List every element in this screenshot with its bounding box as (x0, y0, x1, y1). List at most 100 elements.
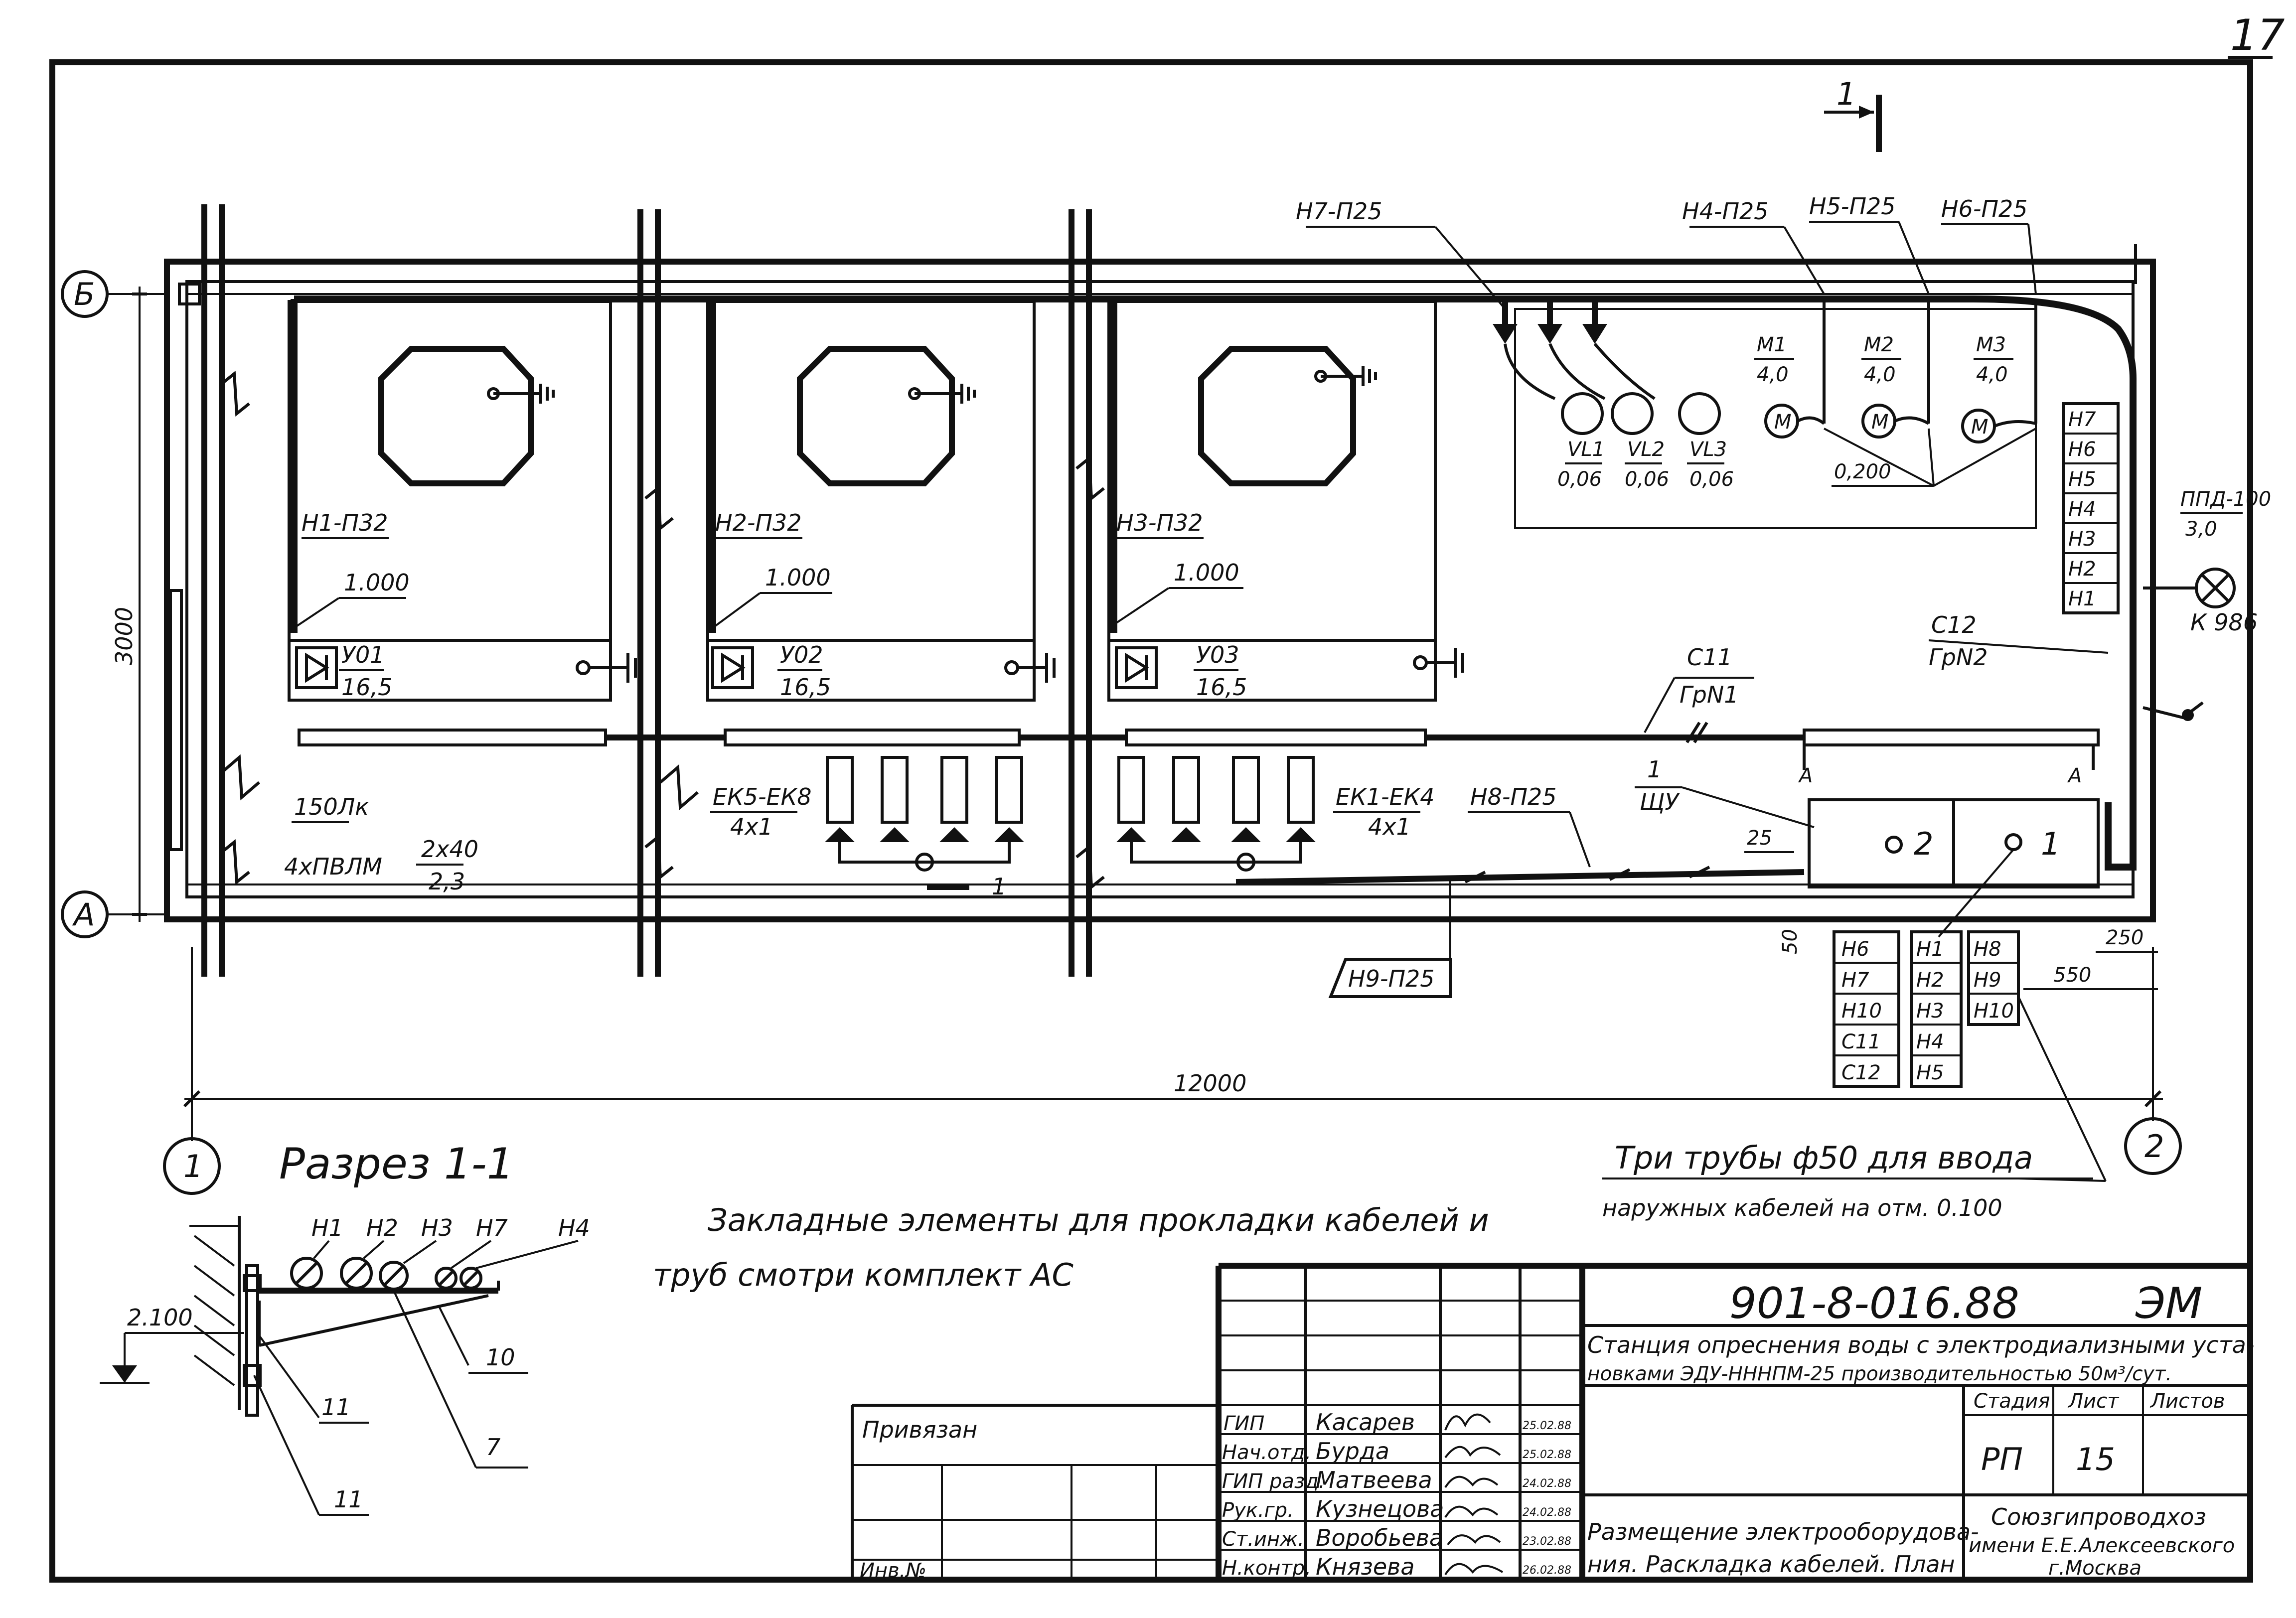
svg-text:Н7: Н7 (476, 1214, 508, 1241)
svg-text:3,0: 3,0 (2185, 518, 2217, 541)
svg-text:Н3: Н3 (1916, 1000, 1944, 1023)
svg-text:4,0: 4,0 (1757, 363, 1789, 386)
svg-text:Рук.гр.: Рук.гр. (1222, 1499, 1294, 1522)
lamp-k986 (2143, 568, 2236, 721)
drawing-code: 901-8-016.88 (1729, 1279, 2019, 1328)
svg-text:Н3-П32: Н3-П32 (1116, 509, 1203, 536)
svg-text:Н1: Н1 (1916, 938, 1944, 961)
svg-text:10: 10 (486, 1344, 515, 1371)
svg-text:15: 15 (2076, 1441, 2115, 1477)
svg-text:25.02.88: 25.02.88 (1523, 1449, 1571, 1461)
svg-text:550: 550 (2053, 964, 2091, 987)
svg-text:М: М (1971, 416, 1989, 439)
svg-text:Князева: Князева (1316, 1553, 1414, 1580)
svg-text:Н8-П25: Н8-П25 (1470, 783, 1557, 810)
svg-text:24.02.88: 24.02.88 (1523, 1477, 1571, 1490)
lighting-fixtures: А А (298, 729, 2100, 787)
svg-text:Кузнецова: Кузнецова (1316, 1495, 1444, 1522)
svg-text:Н5: Н5 (2068, 468, 2096, 491)
svg-text:4х1: 4х1 (730, 813, 773, 840)
svg-text:2: 2 (2144, 1128, 2164, 1165)
plan-labels: Н7-П25 Н4-П25 Н5-П25 Н6-П25 Н1-П32 1.000… (284, 193, 2271, 998)
building-walls (164, 204, 2156, 977)
svg-text:У01: У01 (341, 641, 385, 668)
svg-text:VL1: VL1 (1567, 438, 1605, 461)
svg-text:ния. Раскладка кабелей. План: ния. Раскладка кабелей. План (1587, 1551, 1955, 1578)
svg-text:1: 1 (1647, 756, 1662, 783)
svg-text:новками ЭДУ-НННПМ-25 производи: новками ЭДУ-НННПМ-25 производительностью… (1587, 1363, 2172, 1385)
dimensions: 3000 12000 250 550 50 (111, 287, 2163, 1141)
svg-text:М2: М2 (1864, 333, 1894, 356)
svg-text:ЩУ: ЩУ (1640, 788, 1680, 815)
svg-text:А: А (72, 896, 95, 933)
svg-text:г.Москва: г.Москва (2048, 1557, 2142, 1580)
svg-text:Матвеева: Матвеева (1316, 1467, 1432, 1493)
svg-text:0,06: 0,06 (1689, 468, 1734, 491)
sheet-frame: 17 (49, 10, 2285, 1583)
svg-text:С11: С11 (1841, 1030, 1881, 1053)
svg-text:ППД-100: ППД-100 (2180, 488, 2271, 511)
svg-text:0,06: 0,06 (1557, 468, 1602, 491)
svg-text:ЕК1-ЕК4: ЕК1-ЕК4 (1336, 783, 1435, 810)
svg-text:С12: С12 (1931, 611, 1977, 638)
svg-text:Воробьева: Воробьева (1316, 1524, 1443, 1551)
eld-units (288, 300, 1464, 702)
svg-text:150Лк: 150Лк (294, 793, 369, 820)
svg-text:VL3: VL3 (1689, 438, 1727, 461)
svg-text:4хПВЛМ: 4хПВЛМ (284, 853, 382, 880)
svg-text:Н7: Н7 (1841, 969, 1869, 992)
svg-text:Н10: Н10 (1974, 1000, 2014, 1023)
svg-text:Н4: Н4 (558, 1214, 590, 1241)
general-note: Закладные элементы для прокладки кабелей… (653, 1202, 1489, 1293)
cable-tags-right: Н7 Н6 Н5 Н4 Н3 Н2 Н1 (2062, 402, 2120, 614)
svg-text:23.02.88: 23.02.88 (1523, 1535, 1571, 1548)
cable-runs (291, 295, 2137, 890)
svg-text:Инв.№: Инв.№ (860, 1559, 926, 1582)
heater-group-ek5-ek8 (825, 756, 1024, 872)
svg-text:1: 1 (1837, 76, 1856, 112)
heater-group-ek1-ek4 (1116, 756, 1316, 872)
svg-text:М3: М3 (1976, 333, 2006, 356)
pump-room: М М М (1493, 308, 2037, 529)
svg-text:К 986: К 986 (2190, 609, 2258, 636)
svg-text:1: 1 (2041, 826, 2060, 862)
svg-text:Ст.инж.: Ст.инж. (1222, 1528, 1304, 1551)
svg-text:1.000: 1.000 (344, 569, 410, 596)
svg-text:ЕК5-ЕК8: ЕК5-ЕК8 (713, 783, 812, 810)
svg-text:Н10: Н10 (1841, 1000, 1882, 1023)
svg-text:1.000: 1.000 (765, 564, 831, 591)
title-block: Привязан Инв.№ ГИП Нач.отд. ГИП разд. Ру… (851, 1263, 2254, 1582)
page-number: 17 (2230, 10, 2285, 60)
svg-text:Н4: Н4 (2068, 498, 2096, 521)
svg-text:2,3: 2,3 (429, 868, 465, 895)
svg-text:50: 50 (1779, 929, 1802, 954)
svg-text:М: М (1774, 411, 1792, 434)
svg-text:имени Е.Е.Алексеевского: имени Е.Е.Алексеевского (1969, 1534, 2235, 1557)
svg-text:1.000: 1.000 (1174, 559, 1239, 586)
svg-text:Н4-П25: Н4-П25 (1682, 198, 1769, 225)
svg-text:Н6: Н6 (2068, 438, 2096, 461)
dim-height: 3000 (111, 607, 138, 665)
svg-text:ГрN1: ГрN1 (1680, 681, 1739, 708)
svg-text:труб смотри комплект АС: труб смотри комплект АС (653, 1257, 1074, 1293)
svg-text:Нач.отд.: Нач.отд. (1222, 1441, 1311, 1464)
svg-text:Н5: Н5 (1916, 1061, 1944, 1084)
svg-text:Н6: Н6 (1841, 938, 1869, 961)
svg-text:Бурда: Бурда (1316, 1438, 1389, 1465)
cable-tags-bottom: Н6 Н7 Н10 С11 С12 Н1 Н2 Н3 Н4 Н5 Н8 Н9 Н… (1833, 930, 2020, 1088)
svg-text:Н1-П32: Н1-П32 (302, 509, 388, 536)
svg-text:16,5: 16,5 (780, 674, 831, 701)
section-mark: 1 (1824, 76, 1882, 152)
svg-text:С11: С11 (1687, 644, 1732, 671)
svg-text:1: 1 (992, 873, 1006, 900)
svg-text:0,06: 0,06 (1625, 468, 1669, 491)
svg-text:Н2-П32: Н2-П32 (715, 509, 802, 536)
dim-length: 12000 (1174, 1070, 1246, 1097)
svg-text:Н2: Н2 (366, 1214, 398, 1241)
svg-text:М1: М1 (1757, 333, 1787, 356)
svg-text:11: 11 (321, 1394, 351, 1421)
svg-text:А: А (1798, 764, 1813, 787)
svg-text:У02: У02 (780, 641, 823, 668)
svg-text:С12: С12 (1841, 1061, 1881, 1084)
svg-text:16,5: 16,5 (1196, 674, 1247, 701)
